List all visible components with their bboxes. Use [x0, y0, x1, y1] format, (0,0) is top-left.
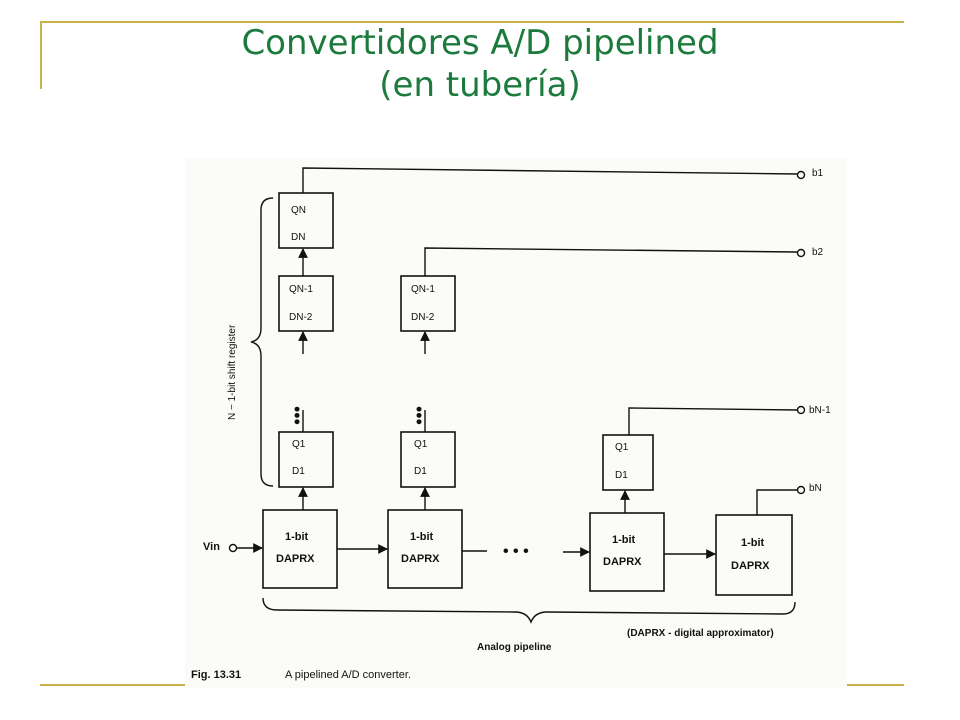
label-q1-col1: Q1 — [292, 439, 306, 450]
label-q1-col3: Q1 — [615, 442, 629, 453]
wire-bn — [756, 489, 797, 515]
title-line-1: Convertidores A/D pipelined — [241, 23, 719, 63]
shift-register-label: N − 1-bit shift register — [227, 324, 238, 420]
daprx-1-name: DAPRX — [276, 553, 315, 565]
pipeline-ellipsis: • • • — [503, 543, 529, 560]
daprx-2-bits: 1-bit — [410, 531, 434, 543]
input-terminal — [228, 543, 238, 553]
register-qn1-dn2-col2 — [400, 275, 456, 332]
daprx-3-bits: 1-bit — [612, 534, 636, 546]
daprx-4-name: DAPRX — [731, 560, 770, 572]
daprx-block-4 — [715, 514, 793, 596]
output-bn1: bN-1 — [809, 405, 831, 416]
daprx-block-2 — [387, 509, 463, 589]
label-qn1-col2: QN-1 — [411, 284, 435, 295]
input-label-vin: Vin — [203, 541, 220, 553]
label-d1-col1: D1 — [292, 466, 305, 477]
daprx-3-name: DAPRX — [603, 556, 642, 568]
label-d1-col3: D1 — [615, 470, 628, 481]
daprx-1-bits: 1-bit — [285, 531, 309, 543]
terminal-b1 — [796, 170, 806, 180]
output-b2: b2 — [812, 247, 824, 258]
pipelined-adc-figure: N − 1-bit shift register QN DN QN-1 DN-2… — [185, 158, 847, 688]
register-qn1-dn2-col1 — [278, 275, 334, 332]
label-d1-col2: D1 — [414, 466, 427, 477]
col2-vertical-dots: ••• — [409, 406, 429, 425]
daprx-4-bits: 1-bit — [741, 537, 765, 549]
terminal-bn1 — [796, 405, 806, 415]
register-q1-d1-col2 — [400, 431, 456, 488]
analog-pipeline-label: Analog pipeline — [477, 642, 552, 653]
wire-bn1 — [628, 407, 798, 435]
register-qn-dn — [278, 192, 334, 249]
label-dn2-col2: DN-2 — [411, 312, 435, 323]
col1-vertical-dots: ••• — [287, 406, 307, 425]
label-qn1-col1: QN-1 — [289, 284, 313, 295]
title-line-2: (en tubería) — [379, 65, 581, 105]
analog-pipeline-brace — [262, 597, 796, 624]
left-rule-line — [40, 21, 42, 89]
daprx-block-3 — [589, 512, 665, 592]
register-q1-d1-col3 — [602, 434, 654, 491]
figure-caption-number: Fig. 13.31 — [191, 669, 241, 681]
terminal-bn — [796, 485, 806, 495]
daprx-block-1 — [262, 509, 338, 589]
label-dn2-col1: DN-2 — [289, 312, 313, 323]
shift-register-brace — [250, 197, 274, 487]
slide-title: Convertidores A/D pipelined (en tubería) — [40, 22, 920, 106]
label-dn: DN — [291, 232, 305, 243]
terminal-b2 — [796, 248, 806, 258]
label-qn: QN — [291, 205, 306, 216]
daprx-note: (DAPRX - digital approximator) — [627, 628, 774, 639]
wire-b1 — [302, 167, 798, 193]
pipelined-adc-diagram: N − 1-bit shift register QN DN QN-1 DN-2… — [191, 167, 831, 681]
daprx-2-name: DAPRX — [401, 553, 440, 565]
output-b1: b1 — [812, 168, 824, 179]
output-bn: bN — [809, 483, 822, 494]
register-q1-d1-col1 — [278, 431, 334, 488]
figure-caption-text: A pipelined A/D converter. — [285, 669, 411, 681]
top-rule-line — [40, 21, 904, 23]
wire-b2 — [424, 247, 798, 276]
label-q1-col2: Q1 — [414, 439, 428, 450]
